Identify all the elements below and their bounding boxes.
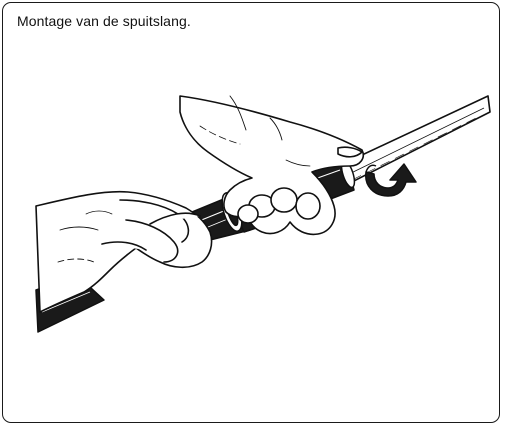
left-hand xyxy=(36,192,212,312)
